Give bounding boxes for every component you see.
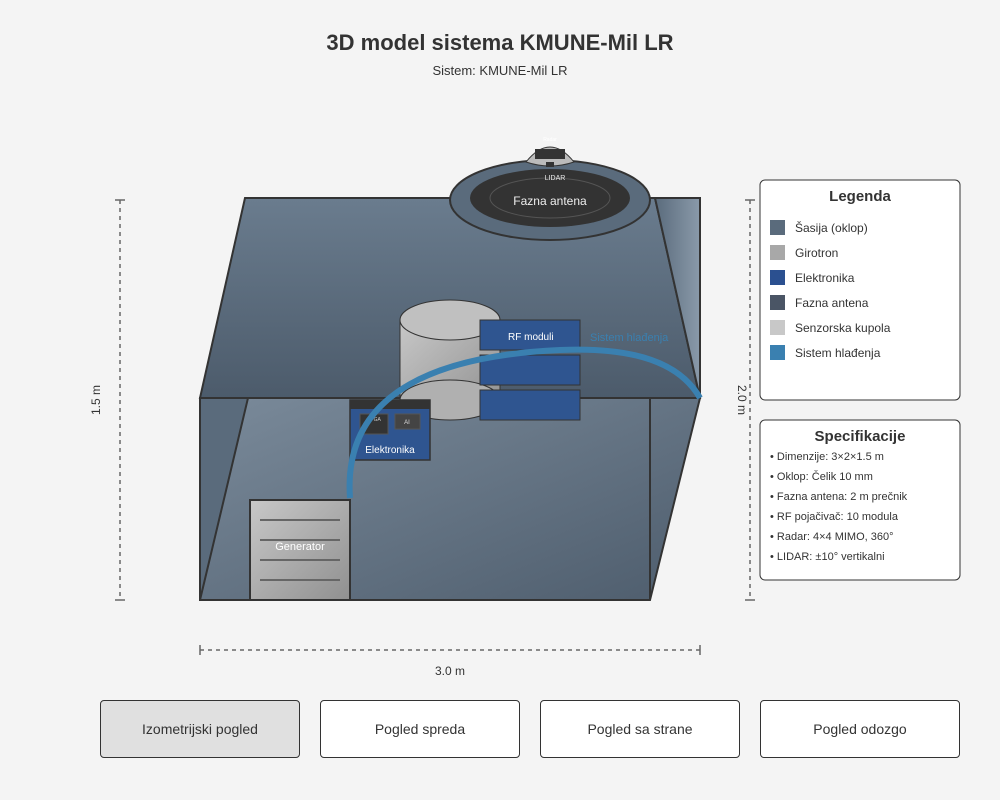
chassis-left-inner: [199, 397, 250, 601]
dimension-lines: [119, 200, 751, 651]
legend-swatch: [770, 345, 785, 360]
electronics-label: Elektronika: [365, 445, 415, 456]
cooling-pipe: [346, 346, 703, 499]
spec-item: • Oklop: Čelik 10 mm: [770, 470, 873, 483]
depth-label: 2.0 m: [735, 385, 749, 415]
cooling-label: Sistem hlađenja: [590, 332, 669, 344]
height-label: 1.5 m: [89, 385, 103, 415]
legend-item-label: Fazna antena: [795, 296, 869, 310]
spec-item: • Fazna antena: 2 m prečnik: [770, 491, 908, 503]
page-subtitle: Sistem: KMUNE-Mil LR: [432, 63, 567, 78]
top-view-button[interactable]: Pogled odozgo: [760, 700, 960, 758]
fpga-label: FPGA: [367, 417, 381, 423]
radar-label: Radar: [543, 137, 557, 143]
specifications: Specifikacije • Dimenzije: 3×2×1.5 m • Ok…: [759, 419, 961, 581]
legend-swatch: [770, 270, 785, 285]
rf-modules: RF moduli: [479, 319, 581, 421]
legend-item-label: Šasija (oklop): [795, 220, 868, 235]
legend-swatch: [770, 245, 785, 260]
lidar-label: LIDAR: [545, 175, 566, 182]
spec-item: • RF pojačivač: 10 modula: [770, 511, 899, 523]
legend-swatch: [770, 320, 785, 335]
chassis-side-face: [653, 197, 701, 399]
legend-swatch: [770, 220, 785, 235]
generator: Generator: [249, 499, 351, 601]
legend-swatch: [770, 295, 785, 310]
spec-item: • LIDAR: ±10° vertikalni: [770, 551, 885, 563]
generator-label: Generator: [275, 541, 325, 553]
page-title: 3D model sistema KMUNE-Mil LR: [326, 30, 673, 55]
legend-item-label: Elektronika: [795, 271, 855, 285]
legend-item-label: Sistem hlađenja: [795, 346, 881, 360]
front-view-button[interactable]: Pogled spreda: [320, 700, 520, 758]
spec-item: • Dimenzije: 3×2×1.5 m: [770, 451, 884, 463]
antenna-label: Fazna antena: [513, 194, 587, 208]
isometric-view-button[interactable]: Izometrijski pogled: [100, 700, 300, 758]
legend-item-label: Girotron: [795, 246, 838, 260]
width-label: 3.0 m: [435, 664, 465, 678]
spec-item: • Radar: 4×4 MIMO, 360°: [770, 531, 894, 543]
legend: Legenda Šasija (oklop) GirotronElektronik…: [759, 179, 961, 401]
ai-label: AI: [404, 420, 410, 426]
gyrotron: [399, 299, 501, 421]
legend-title: Legenda: [829, 188, 891, 205]
legend-item-label: Senzorska kupola: [795, 321, 891, 335]
side-view-button[interactable]: Pogled sa strane: [540, 700, 740, 758]
specs-title: Specifikacije: [815, 428, 906, 445]
sensor-dome: Radar: [525, 137, 575, 167]
phased-antenna: Fazna antena LIDAR: [449, 159, 651, 241]
rf-label: RF moduli: [508, 332, 554, 343]
